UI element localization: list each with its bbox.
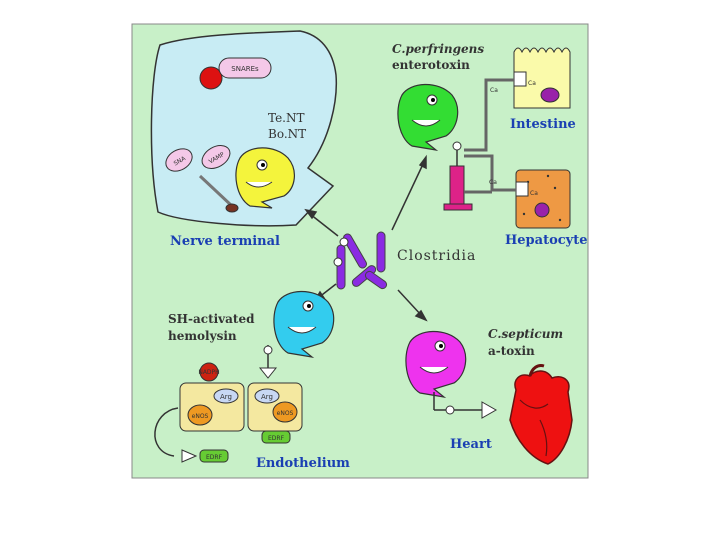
hepatocyte-cell-icon (515, 169, 571, 229)
clostridia-label: Clostridia (397, 248, 476, 264)
endothelium-cells: NADPH Arg eNOS Arg eNOS EDRF EDRF (154, 362, 303, 463)
heart-label: Heart (450, 437, 492, 452)
ca-label-2: Ca (530, 190, 538, 197)
edrf-label-1: EDRF (206, 454, 223, 461)
enos-label-2: eNOS (277, 410, 294, 417)
nerve-terminal: SNAREs Te.NT Bo.NT SNA VAMP Nerve termin… (150, 30, 338, 249)
c-septicum-label: C.septicum (488, 327, 563, 341)
enterotoxin-green-toxin-icon (397, 83, 459, 151)
vamp-pill (201, 145, 231, 169)
a-toxin-label: a-toxin (488, 344, 535, 358)
endothelium-label: Endothelium (256, 456, 350, 471)
scissors-icon (198, 174, 234, 208)
clostridia-bacteria-icon (333, 231, 388, 290)
hepatocyte-label: Hepatocyte (505, 233, 588, 248)
sh-activated-label: SH-activated (168, 312, 255, 326)
intestine-cell-icon (513, 47, 571, 109)
bont-label: Bo.NT (268, 127, 306, 141)
vesicle-red (199, 66, 223, 90)
tent-bont-toxin-icon (198, 147, 295, 213)
snares-label: SNAREs (231, 65, 259, 73)
calcium-pump-icon (443, 78, 516, 211)
perfringens-group: C.perfringens enterotoxin Ca Intestine C… (392, 42, 588, 248)
nadph-dot (199, 362, 219, 382)
nerve-terminal-label: Nerve terminal (170, 234, 280, 249)
septicum-magenta-toxin-icon (405, 330, 498, 419)
enterotoxin-label: enterotoxin (392, 58, 470, 72)
heart-icon (509, 364, 573, 465)
hemolysin-cyan-toxin-icon (258, 290, 335, 379)
endothelial-cell-1 (179, 382, 245, 432)
ca-label-4: Ca (489, 179, 497, 186)
hemolysin-label: hemolysin (168, 329, 237, 343)
ca-channel-1 (513, 71, 527, 87)
enos-label-1: eNOS (192, 413, 209, 420)
c-perfringens-label: C.perfringens (392, 42, 484, 56)
intestine-label: Intestine (510, 117, 576, 132)
nadph-label: NADPH (198, 369, 219, 376)
ca-label-3: Ca (490, 87, 498, 94)
snap-pill (165, 148, 193, 172)
edrf-label-2: EDRF (268, 435, 285, 442)
arg-label-2: Arg (261, 393, 273, 401)
ca-label-1: Ca (528, 80, 536, 87)
snares-pill (218, 57, 272, 79)
tent-label: Te.NT (268, 111, 305, 125)
arg-label-1: Arg (220, 393, 232, 401)
ca-channel-2 (515, 181, 529, 197)
